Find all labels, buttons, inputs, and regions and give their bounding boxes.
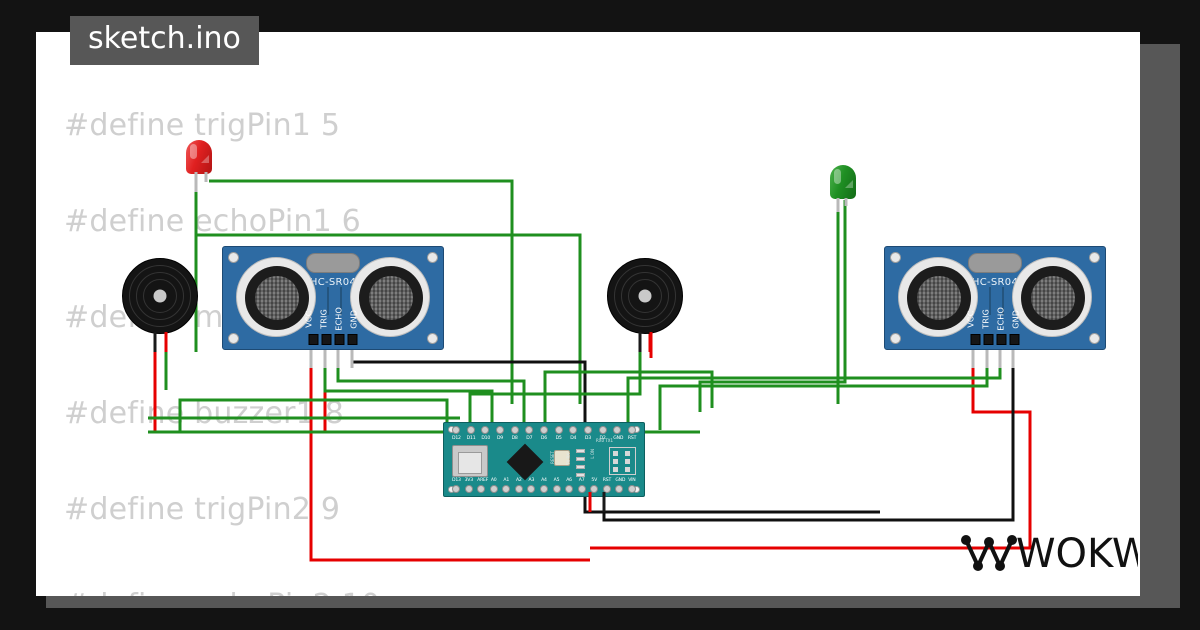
sensor-1-receiver	[350, 257, 430, 337]
nano-pin-d10: D10	[481, 436, 491, 441]
sensor-2-trace-a	[989, 287, 991, 315]
buzzer-1[interactable]	[122, 258, 198, 334]
nano-reset-button[interactable]	[554, 450, 570, 466]
nano-pin-rst-bot: RST	[602, 478, 612, 483]
buzzer-2-ring-2	[621, 272, 669, 320]
nano-pin-d8: D8	[511, 436, 518, 441]
wokwi-logo: WOKWi	[958, 528, 1138, 572]
nano-pin-a5: A5	[553, 478, 560, 483]
nano-pin-a6: A6	[566, 478, 572, 483]
buzzer-1-ring-1	[129, 265, 191, 327]
nano-bottom-pin-labels: D13 3V3 AREF A0 A1 A2 A3 A4 A5 A6 A7 5V …	[452, 478, 636, 483]
sensor-1-trace-b	[340, 287, 342, 315]
nano-pin-gnd-top: GND	[613, 436, 624, 441]
sensor-2-transmitter	[898, 257, 978, 337]
nano-rxtx-silk: RX0 TX1	[596, 438, 614, 443]
sensor-2-header[interactable]	[970, 334, 1020, 345]
nano-top-pads[interactable]	[452, 426, 636, 434]
nano-pin-d11: D11	[466, 436, 476, 441]
nano-pin-gnd-bot: GND	[615, 478, 626, 483]
nano-pin-d7: D7	[526, 436, 533, 441]
led-red-bulb	[186, 140, 212, 174]
buzzer-1-center	[153, 289, 167, 303]
nano-pin-d12: D12	[452, 436, 461, 441]
file-tab-sketch-ino[interactable]: sketch.ino	[70, 16, 259, 65]
led-green-gloss	[834, 169, 841, 184]
led-green[interactable]	[830, 165, 856, 205]
ultrasonic-sensor-1[interactable]: HC-SR04 VCC TRIG ECHO GND	[222, 246, 444, 350]
sensor-1-label: HC-SR04	[309, 277, 357, 288]
sensor-2-trace-b	[1002, 287, 1004, 315]
nano-pin-a2: A2	[515, 478, 522, 483]
nano-pin-a3: A3	[528, 478, 535, 483]
sensor-2-hole-bl	[890, 333, 901, 344]
nano-pin-d2: D2	[599, 436, 606, 441]
nano-pin-vin: VIN	[628, 478, 636, 483]
nano-pin-d6: D6	[540, 436, 547, 441]
code-line-6: #define echoPin2 10	[64, 588, 380, 596]
led-red[interactable]	[186, 140, 212, 180]
arduino-nano-board[interactable]: D12 D11 D10 D9 D8 D7 D6 D5 D4 D3 D2 GND …	[443, 422, 645, 497]
code-line-1: #define trigPin1 5	[64, 108, 341, 143]
nano-pin-a1: A1	[503, 478, 510, 483]
ultrasonic-sensor-2[interactable]: HC-SR04 VCC TRIG ECHO GND	[884, 246, 1106, 350]
nano-pin-d13: D13	[452, 478, 461, 483]
sensor-1-header[interactable]	[308, 334, 358, 345]
sensor-2-receiver	[1012, 257, 1092, 337]
sensor-2-hole-br	[1089, 333, 1100, 344]
nano-icsp-header[interactable]	[609, 447, 636, 475]
sensor-1-hole-tl	[228, 252, 239, 263]
nano-top-pin-labels: D12 D11 D10 D9 D8 D7 D6 D5 D4 D3 D2 GND …	[452, 436, 636, 441]
buzzer-1-ring-2	[136, 272, 184, 320]
sensor-1-hole-tr	[427, 252, 438, 263]
nano-pin-d5: D5	[555, 436, 562, 441]
nano-pin-aref: AREF	[477, 478, 489, 483]
nano-pin-rst-top: RST	[627, 436, 637, 441]
sensor-1-hole-br	[427, 333, 438, 344]
nano-pin-5v: 5V	[591, 478, 598, 483]
code-line-5: #define trigPin2 9	[64, 492, 341, 527]
buzzer-2-ring-1	[614, 265, 676, 327]
buzzer-2-center	[638, 289, 652, 303]
wokwi-logo-text: WOKWi	[1016, 531, 1138, 572]
nano-pin-d4: D4	[570, 436, 577, 441]
nano-usb-connector	[452, 445, 488, 477]
sensor-2-hole-tl	[890, 252, 901, 263]
led-red-gloss	[190, 144, 197, 159]
led-green-bulb	[830, 165, 856, 199]
buzzer-2-ring-3	[628, 279, 662, 313]
led-green-notch	[845, 180, 853, 188]
sensor-2-label: HC-SR04	[971, 277, 1019, 288]
buzzer-1-ring-3	[143, 279, 177, 313]
nano-pin-d9: D9	[496, 436, 503, 441]
sensor-2-crystal	[968, 253, 1022, 273]
sensor-1-transmitter	[236, 257, 316, 337]
sensor-1-hole-bl	[228, 333, 239, 344]
nano-pin-a0: A0	[490, 478, 497, 483]
nano-bottom-pads[interactable]	[452, 485, 636, 493]
nano-pin-a7: A7	[578, 478, 585, 483]
code-line-4: #define buzzer1 8	[64, 396, 344, 431]
code-line-2: #define echoPin1 6	[64, 204, 361, 239]
nano-pin-a4: A4	[541, 478, 547, 483]
sensor-1-crystal	[306, 253, 360, 273]
buzzer-2[interactable]	[607, 258, 683, 334]
led-red-notch	[201, 155, 209, 163]
sensor-1-trace-a	[327, 287, 329, 315]
nano-pin-3v3: 3V3	[464, 478, 474, 483]
nano-pin-d3: D3	[584, 436, 591, 441]
sensor-2-hole-tr	[1089, 252, 1100, 263]
